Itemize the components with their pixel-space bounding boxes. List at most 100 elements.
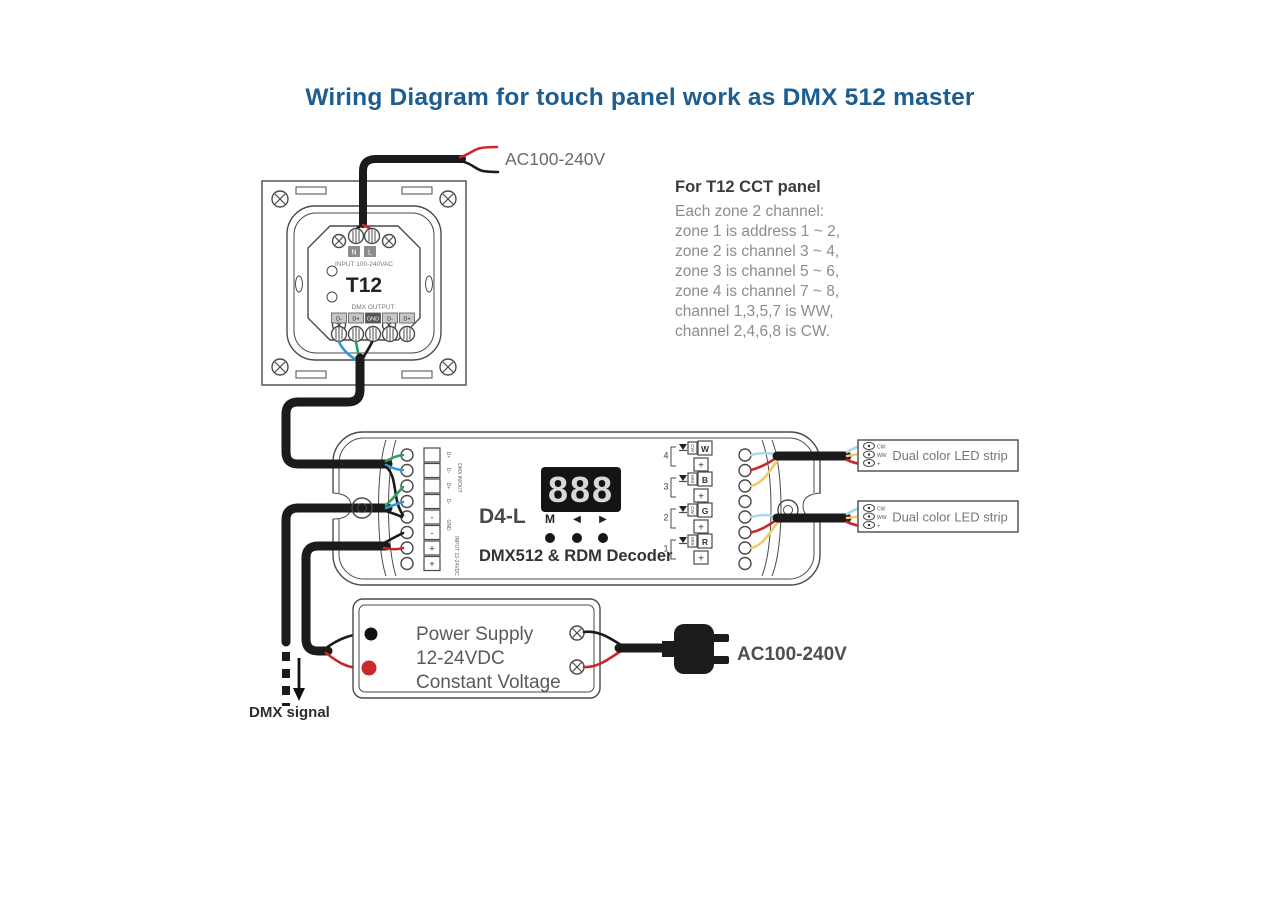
channel-type-label: CW [690,444,695,452]
corner-screw-icon [439,358,457,376]
pad-label-ww: WW [877,453,887,459]
mode-button-label: M [545,512,555,526]
module-screw-icon [381,233,397,249]
psu-text-line: 12-24VDC [416,648,505,669]
down-arrow-icon [293,688,305,701]
psu-positive-terminal [361,660,377,676]
dmx-inout-label: DMX IN/OUT [456,463,462,492]
minus-symbol: - [431,528,434,538]
led-strip-1: CW WW + Dual color LED strip [857,439,1019,472]
pad-label-plus: + [877,462,881,468]
decoder-name-label: DMX512 & RDM Decoder [479,547,673,565]
pad-label-ww: WW [877,515,887,521]
ac-label-top: AC100-240V [505,149,606,169]
plus-symbol: + [698,492,704,503]
right-button [598,533,608,543]
pad-label-cw: CW [877,507,886,513]
keyhole-icon [295,275,303,293]
channel-letter-label: B [702,475,708,485]
plus-symbol: + [698,461,704,472]
note-line: channel 2,4,6,8 is CW. [675,323,830,340]
notch-mask [804,493,823,519]
mode-button [545,533,555,543]
output-terminal-label: D+ [352,317,359,323]
channel-group-2: 2 CW G + [663,502,713,534]
strip-body [857,439,1019,472]
channel-type-label: WW [690,537,695,546]
output-screw-terminals [330,325,416,343]
note-line: Each zone 2 channel: [675,203,824,220]
output-terminal-label: GND [367,317,379,323]
panel-input-screw-terminals [347,227,381,245]
strip-body [857,500,1019,533]
corner-screw-icon [271,358,289,376]
minus-symbol: - [431,513,434,523]
psu-outer [352,598,601,699]
channel-number: 3 [663,482,668,492]
left-button [572,533,582,543]
corner-screw-icon [439,190,457,208]
t12-touch-panel: N L INPUT 100-240VAC T12 DMX OUTPUT D- D… [261,180,467,386]
psu-negative-terminal [364,627,378,641]
page-title: Wiring Diagram for touch panel work as D… [305,84,975,111]
note-heading: For T12 CCT panel [675,178,821,196]
led-strip-label: Dual color LED strip [892,510,1008,525]
channel-type-label: CW [690,506,695,514]
channel-type-label: WW [690,475,695,484]
gnd-label: GND [445,519,451,531]
display-digits: 888 [548,469,614,510]
plus-symbol: + [698,554,704,565]
plug-prong [712,656,729,664]
output-terminal-box [365,312,381,324]
mount-slot [401,370,433,379]
indicator-hole [326,265,338,277]
note-block: For T12 CCT panel Each zone 2 channel: z… [675,178,840,340]
pad-label-cw: CW [877,445,886,451]
decoder-endcap-line [761,439,772,577]
plug-body [674,624,714,674]
channel-group-1: 1 WW R + [663,533,713,565]
module-screw-icon [331,233,347,249]
channel-number: 2 [663,513,668,523]
pad-label-plus: + [877,524,881,530]
dmx-cable-panel-to-decoder [281,340,405,517]
output-terminal-box [382,312,398,324]
note-line: zone 4 is channel 7 ~ 8, [675,283,839,300]
led-diode-icon [679,537,687,543]
psu-ac-screw-terminal [569,625,585,641]
panel-output-label: DMX OUTPUT [352,304,395,311]
led-diode-icon [679,506,687,512]
output-terminal-label: D- [336,317,342,323]
panel-module-octagon [307,225,421,341]
mount-slot [295,186,327,195]
power-input-label: INPUT 12-24VDC [453,536,459,576]
left-arrow-button-label: ◀ [573,514,581,525]
indicator-hole [326,291,338,303]
dmx-terminal-label: D- [445,499,451,505]
dmx-terminal-label: D- [445,468,451,474]
output-terminal-label: D- [387,317,393,323]
plus-symbol: + [429,559,434,569]
dmx-terminal-label: D+ [445,452,451,459]
psu-text-line: Constant Voltage [416,672,561,693]
panel-input-label: INPUT 100-240VAC [335,261,393,268]
output-terminal-label: D+ [403,317,410,323]
terminal-box-l [364,246,376,257]
channel-number: 1 [663,544,668,554]
led-diode-icon [679,475,687,481]
mount-slot [295,370,327,379]
channel-group-4: 4 CW W + [663,440,713,472]
decoder-left-terminal-blocks: - - + + [423,447,441,572]
channel-letter-label: G [702,506,709,516]
psu-inner [358,604,595,693]
channel-group-3: 3 WW B + [663,471,713,503]
mount-slot [401,186,433,195]
note-line: zone 3 is channel 5 ~ 6, [675,263,839,280]
right-arrow-button-label: ▶ [599,514,607,525]
panel-model-label: T12 [346,274,382,297]
led-diode-icon [679,444,687,450]
output-terminal-box [399,312,415,324]
ac-input-cable-top: AC100-240V [347,145,606,245]
